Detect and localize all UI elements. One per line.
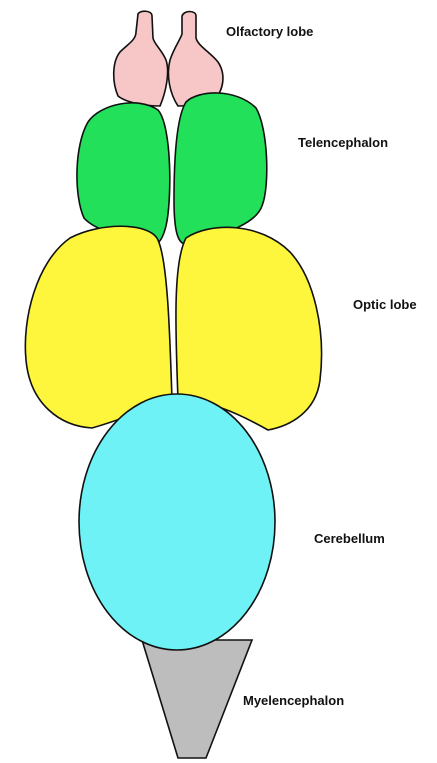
label-optic-lobe: Optic lobe <box>353 297 417 312</box>
cerebellum-shape <box>79 394 275 650</box>
telencephalon-right-shape <box>174 93 267 244</box>
label-myelencephalon: Myelencephalon <box>243 693 344 708</box>
label-cerebellum: Cerebellum <box>314 531 385 546</box>
label-olfactory-lobe: Olfactory lobe <box>226 24 313 39</box>
telencephalon-left-shape <box>77 103 170 245</box>
optic-lobe-left-shape <box>25 226 172 428</box>
myelencephalon-shape <box>142 640 252 758</box>
olfactory-lobe-right-shape <box>168 12 223 107</box>
label-telencephalon: Telencephalon <box>298 135 388 150</box>
olfactory-lobe-left-shape <box>114 11 168 106</box>
